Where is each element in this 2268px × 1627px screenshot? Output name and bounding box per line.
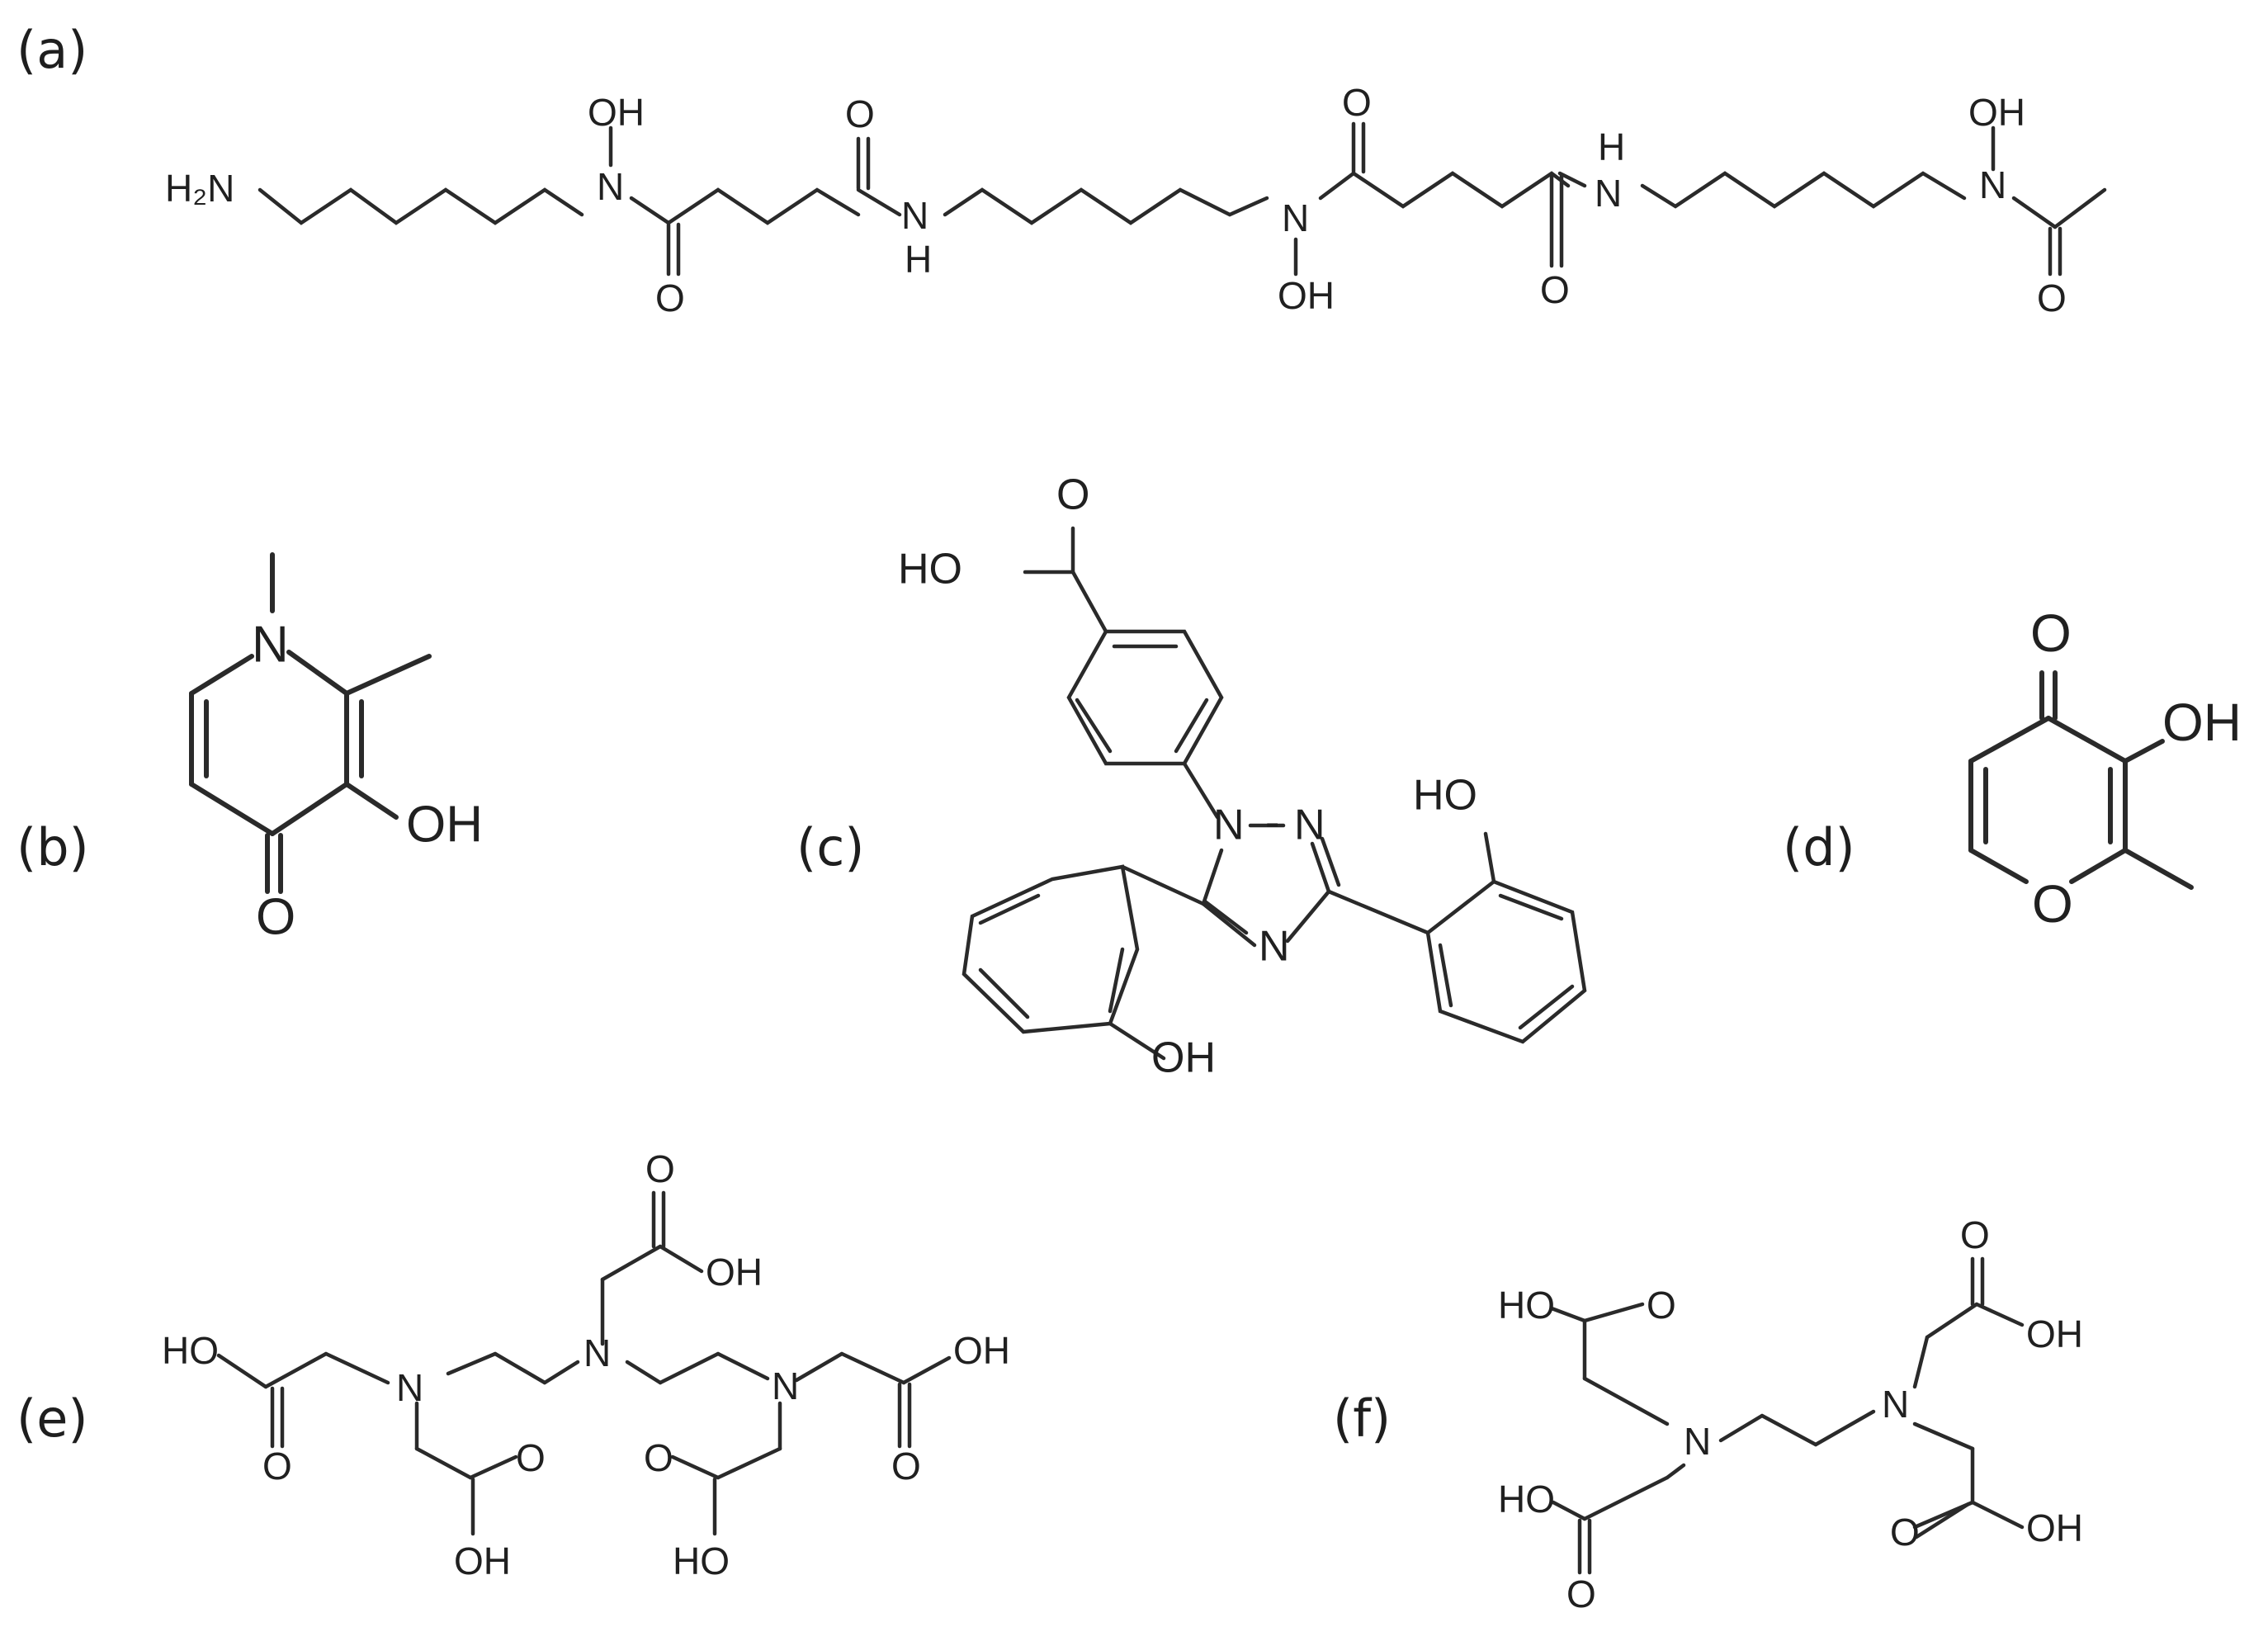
atom-a-n3: N [1282,196,1309,239]
structure-b: N OH O [189,552,483,945]
atom-a-n1: N [597,165,624,208]
structure-d-atoms: O OH O [2030,603,2242,934]
structure-c-atoms: HO O N - N N HO OH [898,471,1477,1082]
atom-e-ho-rl: HO [673,1540,730,1582]
atom-b-n: N [252,616,289,673]
structure-c: HO O N - N N HO OH [898,471,1587,1082]
atom-a-o5: O [2037,277,2067,319]
atom-a-n2: N [901,194,928,237]
structure-a: H₂N N OH O O N H N OH O O N H N OH O [165,81,2107,319]
atom-f-oh-br: OH [2026,1506,2083,1549]
atom-f-o-tr: O [1960,1213,1990,1256]
structure-e-atoms: HO O N O OH N O OH N OH O O HO [162,1147,1010,1582]
panel-label-d: (d) [1783,817,1855,877]
structure-f-bonds [1549,1256,2025,1575]
atom-e-o-l: O [262,1445,292,1487]
atom-a-o2: O [845,92,875,135]
atom-e-n-l: N [396,1366,423,1409]
atom-a-h2: H [905,238,932,281]
atom-f-o-br: O [1890,1511,1920,1554]
atom-d-o-ring: O [2032,874,2073,934]
atom-e-o-r: O [891,1445,921,1487]
atom-f-n-r: N [1882,1383,1909,1426]
atom-a-oh1: OH [588,91,645,134]
atom-b-o: O [256,888,295,945]
structure-d: O OH O [1968,603,2242,934]
atom-e-ho-l: HO [162,1329,219,1372]
atom-d-oh: OH [2162,693,2242,752]
panel-label-a: (a) [17,20,87,80]
atom-a-oh2: OH [1278,274,1335,317]
atom-f-oh-tr: OH [2026,1312,2083,1355]
atom-e-oh-top: OH [706,1251,763,1294]
atom-c-oh-left: OH [1151,1034,1216,1082]
atom-a-oh3: OH [1968,91,2025,134]
structure-a-bonds [258,121,2107,277]
panel-label-e: (e) [17,1388,88,1449]
structure-f-atoms: HO O N HO O N O OH O OH [1498,1213,2083,1615]
structure-e-bonds [216,1190,952,1536]
atom-e-n-c: N [584,1331,611,1374]
atom-d-o-keto: O [2030,603,2072,663]
atom-b-oh: OH [406,796,483,853]
structure-a-atoms: H₂N N OH O O N H N OH O O N H N OH O [165,81,2067,319]
structure-b-atoms: N OH O [252,616,483,945]
atom-c-n4: N [1259,923,1290,971]
atom-f-ho-bl: HO [1498,1478,1555,1521]
structure-f: HO O N HO O N O OH O OH [1498,1213,2083,1615]
atom-f-o-bl: O [1566,1573,1596,1615]
atom-f-n-l: N [1684,1420,1711,1463]
atom-f-ho-tl: HO [1498,1284,1555,1327]
atom-e-oh-ll: OH [454,1540,511,1582]
atom-a-o3: O [1342,81,1372,124]
atom-a-h2n: H₂N [165,167,234,210]
structure-e: HO O N O OH N O OH N OH O O HO [162,1147,1010,1582]
atom-a-h4: H [1598,125,1625,168]
atom-a-o1: O [655,277,685,319]
atom-e-oh-r: OH [953,1329,1010,1372]
atom-e-o-ll: O [516,1436,546,1479]
atom-c-n2: N [1294,802,1325,849]
atom-c-ho-right: HO [1413,772,1477,820]
structure-d-bonds [1968,670,2194,890]
atom-c-n1: N [1213,802,1245,849]
atom-e-n-r: N [772,1365,799,1407]
panel-label-b: (b) [17,817,89,877]
atom-c-o-acid: O [1056,471,1089,519]
atom-a-n4: N [1595,172,1622,215]
structure-c-bonds [962,526,1587,1061]
panel-label-f: (f) [1333,1388,1391,1449]
atom-c-n-dash: - [1265,799,1279,847]
atom-e-o-rl: O [644,1436,673,1479]
atom-c-ho-acid: HO [898,546,962,594]
atom-a-n5: N [1979,163,2006,206]
atom-a-o4: O [1540,268,1570,311]
atom-e-o-top: O [645,1147,675,1190]
atom-f-o-tl: O [1647,1284,1676,1327]
panel-label-c: (c) [796,817,864,877]
structure-b-bonds [189,552,432,894]
